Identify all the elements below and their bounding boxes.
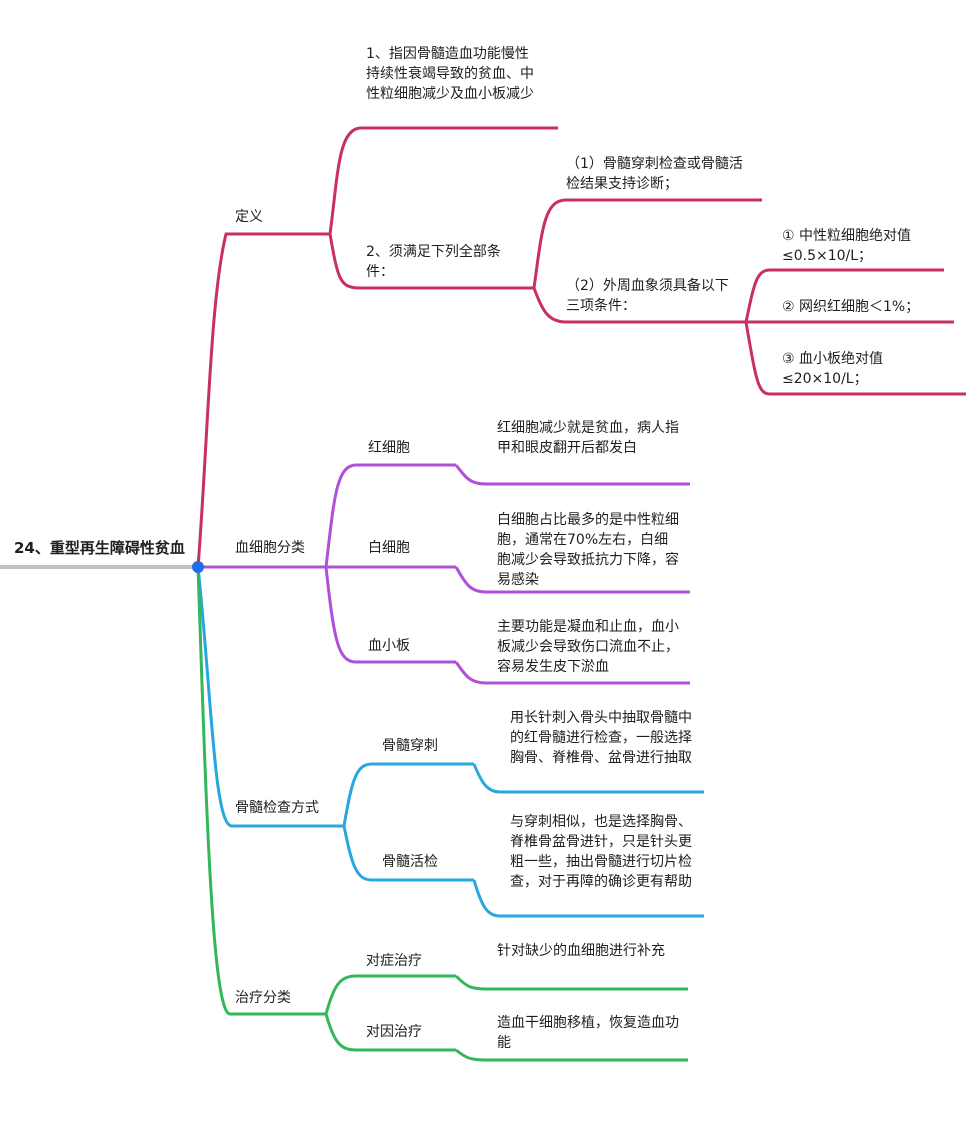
node-rbc[interactable]: 红细胞 <box>368 440 410 456</box>
node-marrow-biopsy[interactable]: 骨髓活检 <box>382 854 438 870</box>
blood-cells-edges <box>198 463 690 685</box>
condition-neutrophil[interactable]: ① 中性粒细胞绝对值≤0.5×10/L； <box>782 228 912 264</box>
condition-reticulocyte[interactable]: ② 网织红细胞＜1%； <box>782 299 920 315</box>
marrow-exam-edges <box>196 566 704 918</box>
node-symptomatic-treatment[interactable]: 对症治疗 <box>366 953 422 969</box>
treatment-edges <box>196 566 688 1062</box>
node-marrow-puncture[interactable]: 骨髓穿刺 <box>382 738 438 754</box>
causal-treatment-description[interactable]: 造血干细胞移植，恢复造血功能 <box>497 1015 679 1051</box>
node-platelet[interactable]: 血小板 <box>368 638 410 654</box>
definition-sub-1[interactable]: （1）骨髓穿刺检查或骨髓活检结果支持诊断； <box>566 156 743 192</box>
definition-item-2[interactable]: 2、须满足下列全部条件： <box>366 244 501 280</box>
branch-marrow-exam[interactable]: 骨髓检查方式 <box>235 800 319 816</box>
branch-definition[interactable]: 定义 <box>235 209 263 225</box>
definition-item-1[interactable]: 1、指因骨髓造血功能慢性持续性衰竭导致的贫血、中性粒细胞减少及血小板减少 <box>366 46 534 102</box>
rbc-description[interactable]: 红细胞减少就是贫血，病人指甲和眼皮翻开后都发白 <box>497 420 679 456</box>
marrow-biopsy-description[interactable]: 与穿刺相似，也是选择胸骨、脊椎骨盆骨进针，只是针头更粗一些，抽出骨髓进行切片检查… <box>510 814 692 890</box>
root-title[interactable]: 24、重型再生障碍性贫血 <box>14 539 185 557</box>
wbc-description[interactable]: 白细胞占比最多的是中性粒细胞，通常在70%左右，白细胞减少会导致抵抗力下降，容易… <box>497 512 679 588</box>
definition-edges <box>196 126 966 568</box>
definition-sub-2[interactable]: （2）外周血象须具备以下三项条件： <box>566 278 729 314</box>
platelet-description[interactable]: 主要功能是凝血和止血，血小板减少会导致伤口流血不止，容易发生皮下淤血 <box>497 619 679 675</box>
symptomatic-treatment-description[interactable]: 针对缺少的血细胞进行补充 <box>497 943 665 959</box>
node-wbc[interactable]: 白细胞 <box>368 540 410 556</box>
branch-blood-cells[interactable]: 血细胞分类 <box>235 540 305 556</box>
condition-platelet[interactable]: ③ 血小板绝对值≤20×10/L； <box>782 351 884 387</box>
root-node-dot <box>192 561 204 573</box>
node-causal-treatment[interactable]: 对因治疗 <box>366 1024 422 1040</box>
branch-treatment[interactable]: 治疗分类 <box>235 990 291 1006</box>
marrow-puncture-description[interactable]: 用长针刺入骨头中抽取骨髓中的红骨髓进行检查，一般选择胸骨、脊椎骨、盆骨进行抽取 <box>510 710 692 766</box>
